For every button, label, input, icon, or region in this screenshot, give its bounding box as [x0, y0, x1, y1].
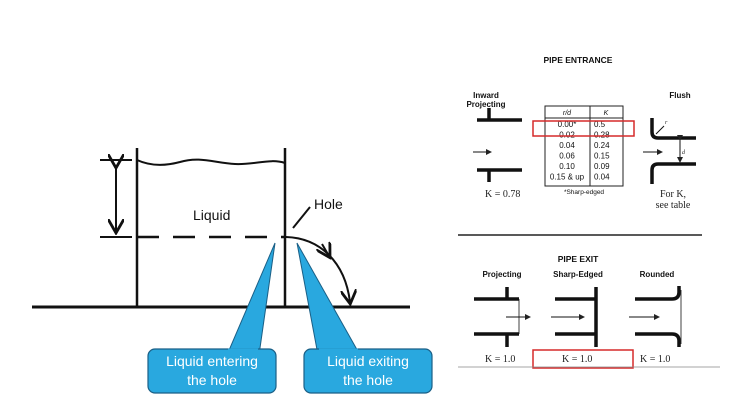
table-cell-k: 0.15 — [594, 152, 610, 161]
table-cell-k: 0.5 — [594, 120, 606, 129]
table-header-k: K — [604, 110, 609, 117]
pipe-entrance-title: PIPE ENTRANCE — [544, 55, 613, 65]
table-cell-rd: 0.00* — [558, 120, 577, 129]
inward-k-value: K = 0.78 — [485, 189, 520, 200]
pipe-exit-title: PIPE EXIT — [558, 254, 599, 264]
table-row: 0.06 0.15 — [559, 152, 610, 161]
pipe-exit-figure: PIPE EXIT Projecting Sharp-Edged Rounded… — [458, 254, 720, 369]
hole-pointer — [292, 206, 311, 229]
callout-entering: Liquid entering the hole — [147, 242, 277, 394]
flush-d-label: d — [682, 150, 686, 156]
hole-label: Hole — [314, 196, 343, 212]
inward-label-2: Projecting — [466, 100, 505, 109]
jet-arrow-mid — [322, 244, 329, 256]
exit-label-sharp-edged: Sharp-Edged — [553, 270, 603, 279]
liquid-surface — [136, 158, 286, 166]
exit-k-sharp-edged: K = 1.0 — [562, 354, 592, 365]
table-footnote: *Sharp-edged — [564, 189, 604, 196]
pipe-entrance-figure: PIPE ENTRANCE Inward Projecting K = 0.78… — [466, 55, 696, 211]
table-cell-k: 0.09 — [594, 162, 610, 171]
table-cell-k: 0.04 — [594, 173, 610, 182]
exit-label-projecting: Projecting — [482, 270, 521, 279]
exit-label-rounded: Rounded — [640, 270, 675, 279]
inward-label-1: Inward — [473, 91, 499, 100]
table-cell-k: 0.28 — [594, 131, 610, 140]
callout-exiting: Liquid exiting the hole — [296, 242, 433, 394]
exit-k-rounded: K = 1.0 — [640, 354, 670, 365]
table-cell-k: 0.24 — [594, 141, 610, 150]
callout-entering-line2: the hole — [187, 372, 237, 388]
callout-exiting-line1: Liquid exiting — [327, 353, 409, 369]
exit-projecting-icon — [474, 287, 531, 347]
tank-diagram: Liquid Hole — [32, 148, 410, 309]
table-header-rd: r/d — [563, 110, 572, 117]
table-cell-rd: 0.06 — [559, 152, 575, 161]
table-row: 0.00* 0.5 — [558, 120, 606, 129]
exit-rounded-icon — [629, 286, 682, 347]
flush-label: Flush — [669, 91, 690, 100]
flush-r-label: r — [665, 120, 668, 126]
exit-sharp-edged-icon — [551, 287, 598, 347]
table-row: 0.02 0.28 — [559, 131, 610, 140]
highlight-box-sharp-exit — [532, 349, 634, 369]
table-cell-rd: 0.04 — [559, 141, 575, 150]
table-cell-rd: 0.10 — [559, 162, 575, 171]
table-row: 0.04 0.24 — [559, 141, 610, 150]
table-row: 0.15 & up 0.04 — [550, 173, 610, 182]
flush-k-line1: For K, — [660, 189, 686, 200]
callout-exiting-line2: the hole — [343, 372, 393, 388]
table-cell-rd: 0.15 & up — [550, 173, 585, 182]
highlight-box-sharp-entrance — [532, 120, 635, 137]
inward-projecting-pipe-icon — [473, 108, 522, 182]
liquid-label: Liquid — [193, 207, 230, 223]
table-row: 0.10 0.09 — [559, 162, 610, 171]
callout-entering-line1: Liquid entering — [166, 353, 258, 369]
flush-k-line2: see table — [656, 200, 691, 211]
exit-k-projecting: K = 1.0 — [485, 354, 515, 365]
table-cell-rd: 0.02 — [559, 131, 575, 140]
flush-pipe-icon — [643, 118, 696, 184]
